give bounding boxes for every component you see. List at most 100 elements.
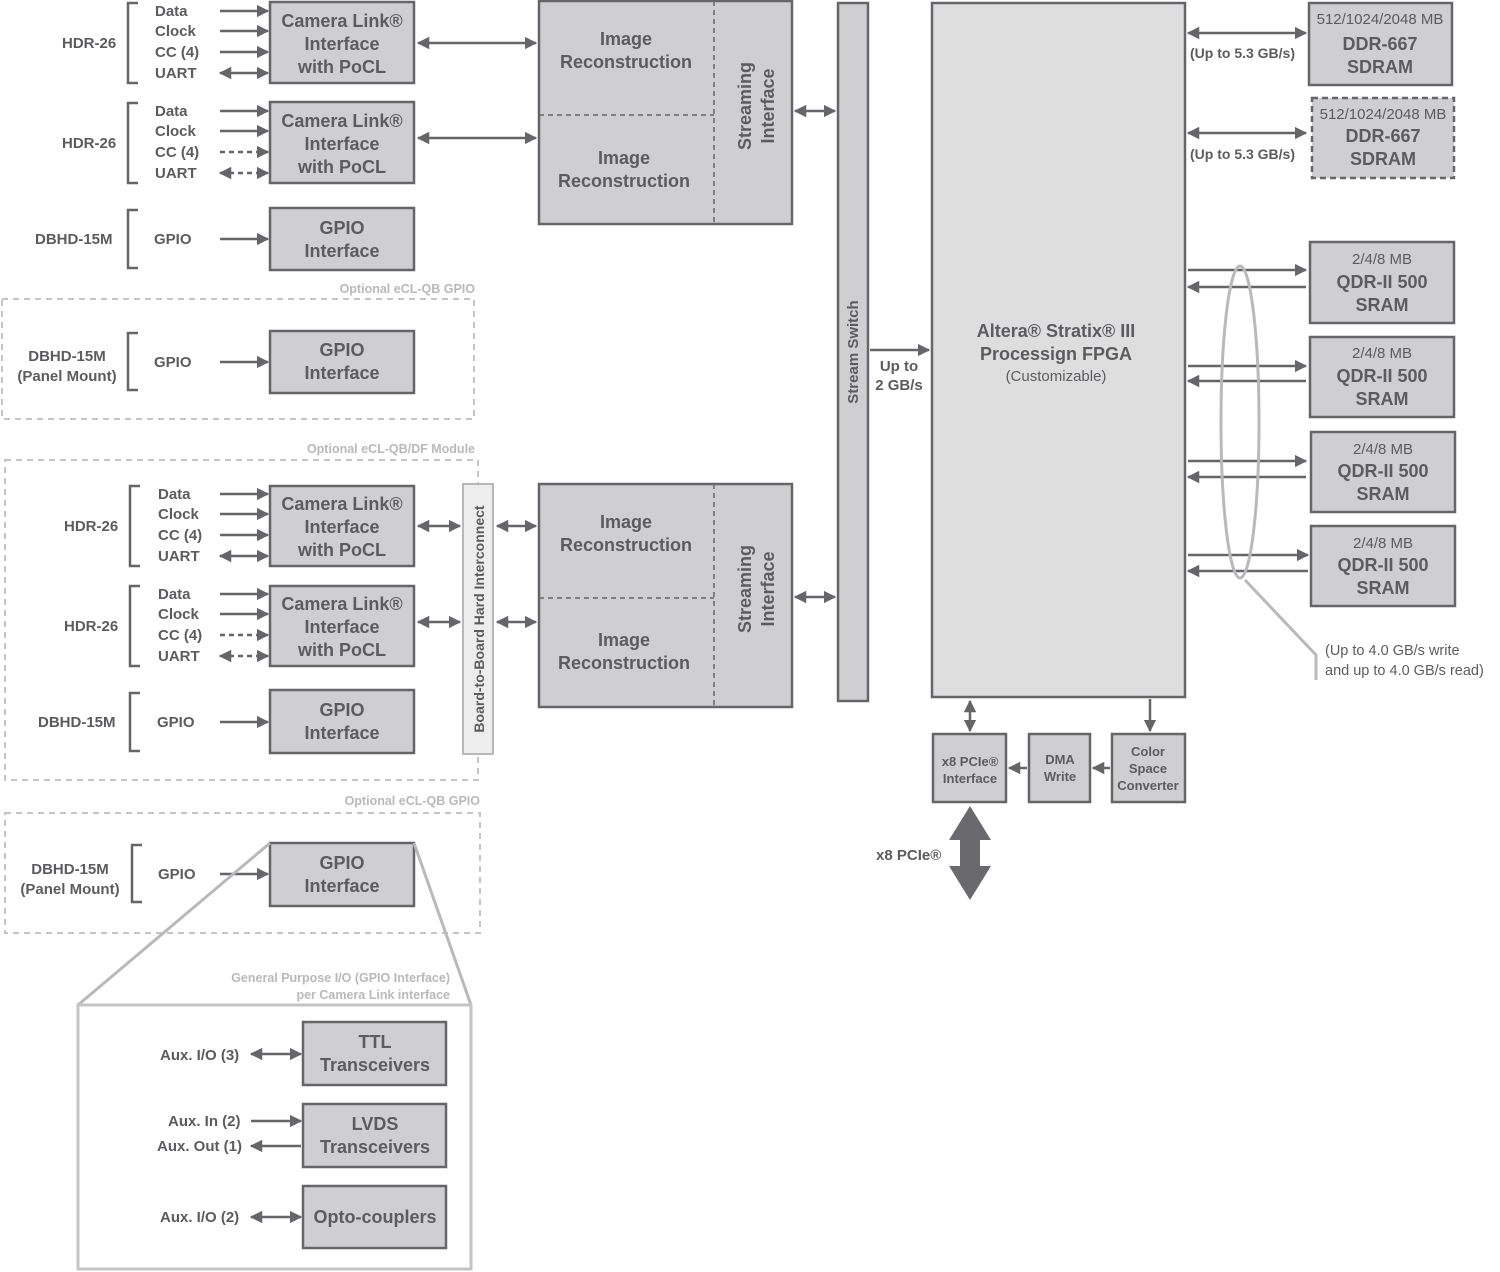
streaming-interface-label: Interface bbox=[758, 551, 778, 626]
box-label: Space bbox=[1129, 761, 1167, 776]
gpio-interface-box bbox=[268, 688, 416, 755]
dma-write-box bbox=[1027, 732, 1092, 804]
reconstruction-frame bbox=[537, 0, 794, 226]
connector-label: HDR-26 bbox=[64, 518, 118, 535]
stream-switch-label: Stream Switch bbox=[845, 300, 862, 403]
qdr-callout-line bbox=[1243, 578, 1318, 680]
signal-label: CC (4) bbox=[158, 527, 202, 544]
memory-name: QDR-II 500 bbox=[1337, 555, 1428, 575]
switch-rate-label: Up to bbox=[880, 358, 918, 375]
box-label: Interface bbox=[304, 517, 379, 537]
signal-label: Clock bbox=[155, 123, 197, 140]
connector-bracket bbox=[128, 691, 140, 753]
connector-label: DBHD-15M bbox=[28, 348, 106, 365]
signal-label: UART bbox=[155, 165, 197, 182]
box-label: GPIO bbox=[319, 853, 364, 873]
signal-label: GPIO bbox=[154, 231, 192, 248]
memory-size: 512/1024/2048 MB bbox=[1317, 11, 1444, 28]
connector-label: DBHD-15M bbox=[35, 231, 113, 248]
aux-label: Aux. I/O (2) bbox=[160, 1209, 239, 1226]
camera-link-group-1: HDR-26 Data Clock CC (4) UART Camera Lin… bbox=[62, 0, 538, 85]
memory-size: 512/1024/2048 MB bbox=[1320, 106, 1447, 123]
pcie-bus-arrow bbox=[949, 806, 991, 900]
reconstruction-block-bottom: Image Reconstruction Image Reconstructio… bbox=[537, 482, 837, 709]
pcie-interface-box bbox=[931, 732, 1008, 804]
stream-switch: Stream Switch Up to 2 GB/s bbox=[836, 1, 931, 703]
ddr-rate-label: (Up to 5.3 GB/s) bbox=[1190, 146, 1295, 162]
aux-label: Aux. In (2) bbox=[168, 1113, 241, 1130]
box-label: with PoCL bbox=[297, 540, 386, 560]
box-label: Interface bbox=[304, 876, 379, 896]
signal-label: Data bbox=[158, 586, 191, 603]
optional-module-group-5: Optional eCL-QB/DF Module HDR-26 Data Cl… bbox=[4, 442, 538, 781]
signal-label: CC (4) bbox=[155, 44, 199, 61]
image-reconstruction-label: Reconstruction bbox=[558, 653, 690, 673]
aux-label: Aux. Out (1) bbox=[157, 1138, 242, 1155]
box-label: Color bbox=[1131, 744, 1165, 759]
camera-link-interface-box bbox=[268, 100, 416, 185]
image-reconstruction-label: Reconstruction bbox=[560, 535, 692, 555]
connector-label: HDR-26 bbox=[62, 135, 116, 152]
gpio-interface-box bbox=[268, 206, 416, 272]
qdr-sram-box bbox=[1308, 240, 1456, 325]
box-label: Write bbox=[1044, 769, 1076, 784]
ttl-transceivers-box bbox=[301, 1020, 448, 1087]
signal-label: GPIO bbox=[154, 354, 192, 371]
connector-bracket bbox=[128, 584, 140, 668]
memory-type: SDRAM bbox=[1350, 149, 1416, 169]
memory-size: 2/4/8 MB bbox=[1352, 345, 1412, 362]
camera-link-group-2: HDR-26 Data Clock CC (4) UART Camera Lin… bbox=[62, 100, 538, 185]
box-label: GPIO bbox=[319, 700, 364, 720]
box-label: GPIO bbox=[319, 340, 364, 360]
zoom-line bbox=[412, 842, 473, 1006]
box-label: Interface bbox=[304, 134, 379, 154]
streaming-interface-label: Streaming bbox=[735, 62, 755, 150]
qdr-memory: 2/4/8 MB QDR-II 500 SRAM 2/4/8 MB QDR-II… bbox=[1186, 240, 1484, 680]
optional-gpio-group-4: Optional eCL-QB GPIO DBHD-15M (Panel Mou… bbox=[1, 282, 475, 420]
box-label: Camera Link® bbox=[281, 594, 402, 614]
aux-label: Aux. I/O (3) bbox=[160, 1047, 239, 1064]
image-reconstruction-label: Image bbox=[598, 148, 650, 168]
box-label: Transceivers bbox=[320, 1055, 430, 1075]
signal-label: CC (4) bbox=[155, 144, 199, 161]
memory-name: QDR-II 500 bbox=[1336, 272, 1427, 292]
detail-caption: per Camera Link interface bbox=[296, 988, 450, 1002]
box-label: Interface bbox=[304, 723, 379, 743]
box-label: Interface bbox=[304, 34, 379, 54]
box-label: Converter bbox=[1117, 778, 1178, 793]
box-label: Opto-couplers bbox=[313, 1207, 436, 1227]
signal-label: GPIO bbox=[157, 714, 195, 731]
pcie-bus-label: x8 PCIe® bbox=[876, 847, 941, 864]
qdr-sram-box bbox=[1308, 335, 1456, 419]
connector-label: (Panel Mount) bbox=[20, 881, 119, 898]
ddr-rate-label: (Up to 5.3 GB/s) bbox=[1190, 45, 1295, 61]
box-label: Camera Link® bbox=[281, 11, 402, 31]
fpga: Altera® Stratix® III Processign FPGA (Cu… bbox=[930, 1, 1187, 699]
memory-size: 2/4/8 MB bbox=[1352, 251, 1412, 268]
camera-link-interface-box bbox=[268, 584, 416, 668]
opto-couplers-box bbox=[301, 1184, 448, 1250]
connector-bracket bbox=[126, 101, 138, 185]
signal-label: Data bbox=[155, 103, 188, 120]
box-label: GPIO bbox=[319, 218, 364, 238]
connector-label: DBHD-15M bbox=[38, 714, 116, 731]
box-label: Interface bbox=[304, 241, 379, 261]
box-label: Interface bbox=[943, 771, 997, 786]
signal-label: UART bbox=[158, 648, 200, 665]
box-label: DMA bbox=[1045, 752, 1075, 767]
signal-label: CC (4) bbox=[158, 627, 202, 644]
box-label: with PoCL bbox=[297, 157, 386, 177]
signal-label: Clock bbox=[158, 506, 200, 523]
image-reconstruction-label: Reconstruction bbox=[560, 52, 692, 72]
memory-type: SRAM bbox=[1357, 484, 1410, 504]
signal-label: Clock bbox=[155, 23, 197, 40]
gpio-group-3: DBHD-15M GPIO GPIO Interface bbox=[35, 206, 416, 272]
qdr-sram-box bbox=[1309, 430, 1457, 514]
optional-frame bbox=[1, 298, 475, 420]
connector-bracket bbox=[126, 1, 138, 85]
interconnect-label: Board-to-Board Hard Interconnect bbox=[471, 505, 487, 732]
connector-bracket bbox=[128, 484, 140, 568]
gpio-detail: General Purpose I/O (GPIO Interface) per… bbox=[76, 841, 473, 1271]
box-label: TTL bbox=[359, 1032, 392, 1052]
box-label: Camera Link® bbox=[281, 494, 402, 514]
